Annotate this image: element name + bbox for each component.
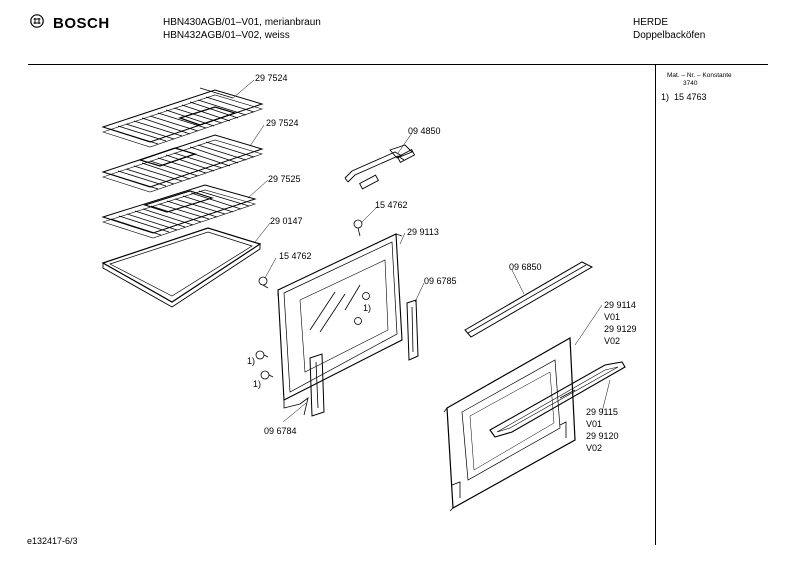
label-29-9114: 29 9114 [604,300,636,310]
label-29-9113: 29 9113 [407,227,439,237]
footnote-marker-1: 1) [363,303,372,313]
latch-handle-part [344,144,416,190]
label-v01-a: V01 [604,312,621,322]
baking-tray [101,227,262,308]
leader-lines [232,79,611,423]
inner-door-frame [277,233,403,409]
screw-side-1 [255,350,269,360]
label-v02-b: V02 [586,443,603,453]
document-id: e132417-6/3 [27,536,78,546]
sidebar-entry-marker: 1) [661,92,670,102]
label-09-6784: 09 6784 [264,426,297,436]
label-15-4762-a: 15 4762 [375,200,408,210]
sidebar-entry-value: 15 4763 [674,92,707,102]
screw-side-2 [260,370,274,380]
door-seal-strip [464,261,594,338]
model-line-2: HBN432AGB/01–V02, weiss [163,30,290,41]
oven-rack-upper [101,87,264,148]
sidebar-heading: Mat. – Nr. – Konstante [667,72,732,79]
oven-rack-lower [101,184,257,239]
category-line-2: Doppelbacköfen [633,30,706,41]
screw-upper [353,219,363,237]
label-29-7525: 29 7525 [268,174,301,184]
model-line-1: HBN430AGB/01–V01, merianbraun [163,17,321,28]
bosch-logo-icon [30,14,44,28]
hinge-right [406,299,419,361]
header-divider [28,64,768,65]
label-09-4850: 09 4850 [408,126,441,136]
label-09-6785: 09 6785 [424,276,457,286]
sidebar-constant: 3740 [683,80,698,87]
label-v01-b: V01 [586,419,603,429]
screw-left [258,276,269,289]
door-handle [489,361,626,438]
label-v02-a: V02 [604,336,621,346]
brand-name: BOSCH [53,15,110,32]
label-15-4762-b: 15 4762 [279,251,312,261]
outer-door-panel [443,336,576,512]
label-29-0147: 29 0147 [270,216,303,226]
label-29-9129: 29 9129 [604,324,637,334]
oven-rack-middle [101,134,264,193]
footnote-marker-3: 1) [253,379,262,389]
label-29-7524-a: 29 7524 [255,73,288,83]
footnote-marker-2: 1) [247,356,256,366]
label-29-9120: 29 9120 [586,431,619,441]
label-29-7524-b: 29 7524 [266,118,299,128]
category-line-1: HERDE [633,17,669,28]
label-09-6850: 09 6850 [509,262,542,272]
sidebar-divider [655,65,656,545]
label-29-9115: 29 9115 [586,407,618,417]
hinge-left [299,353,325,417]
